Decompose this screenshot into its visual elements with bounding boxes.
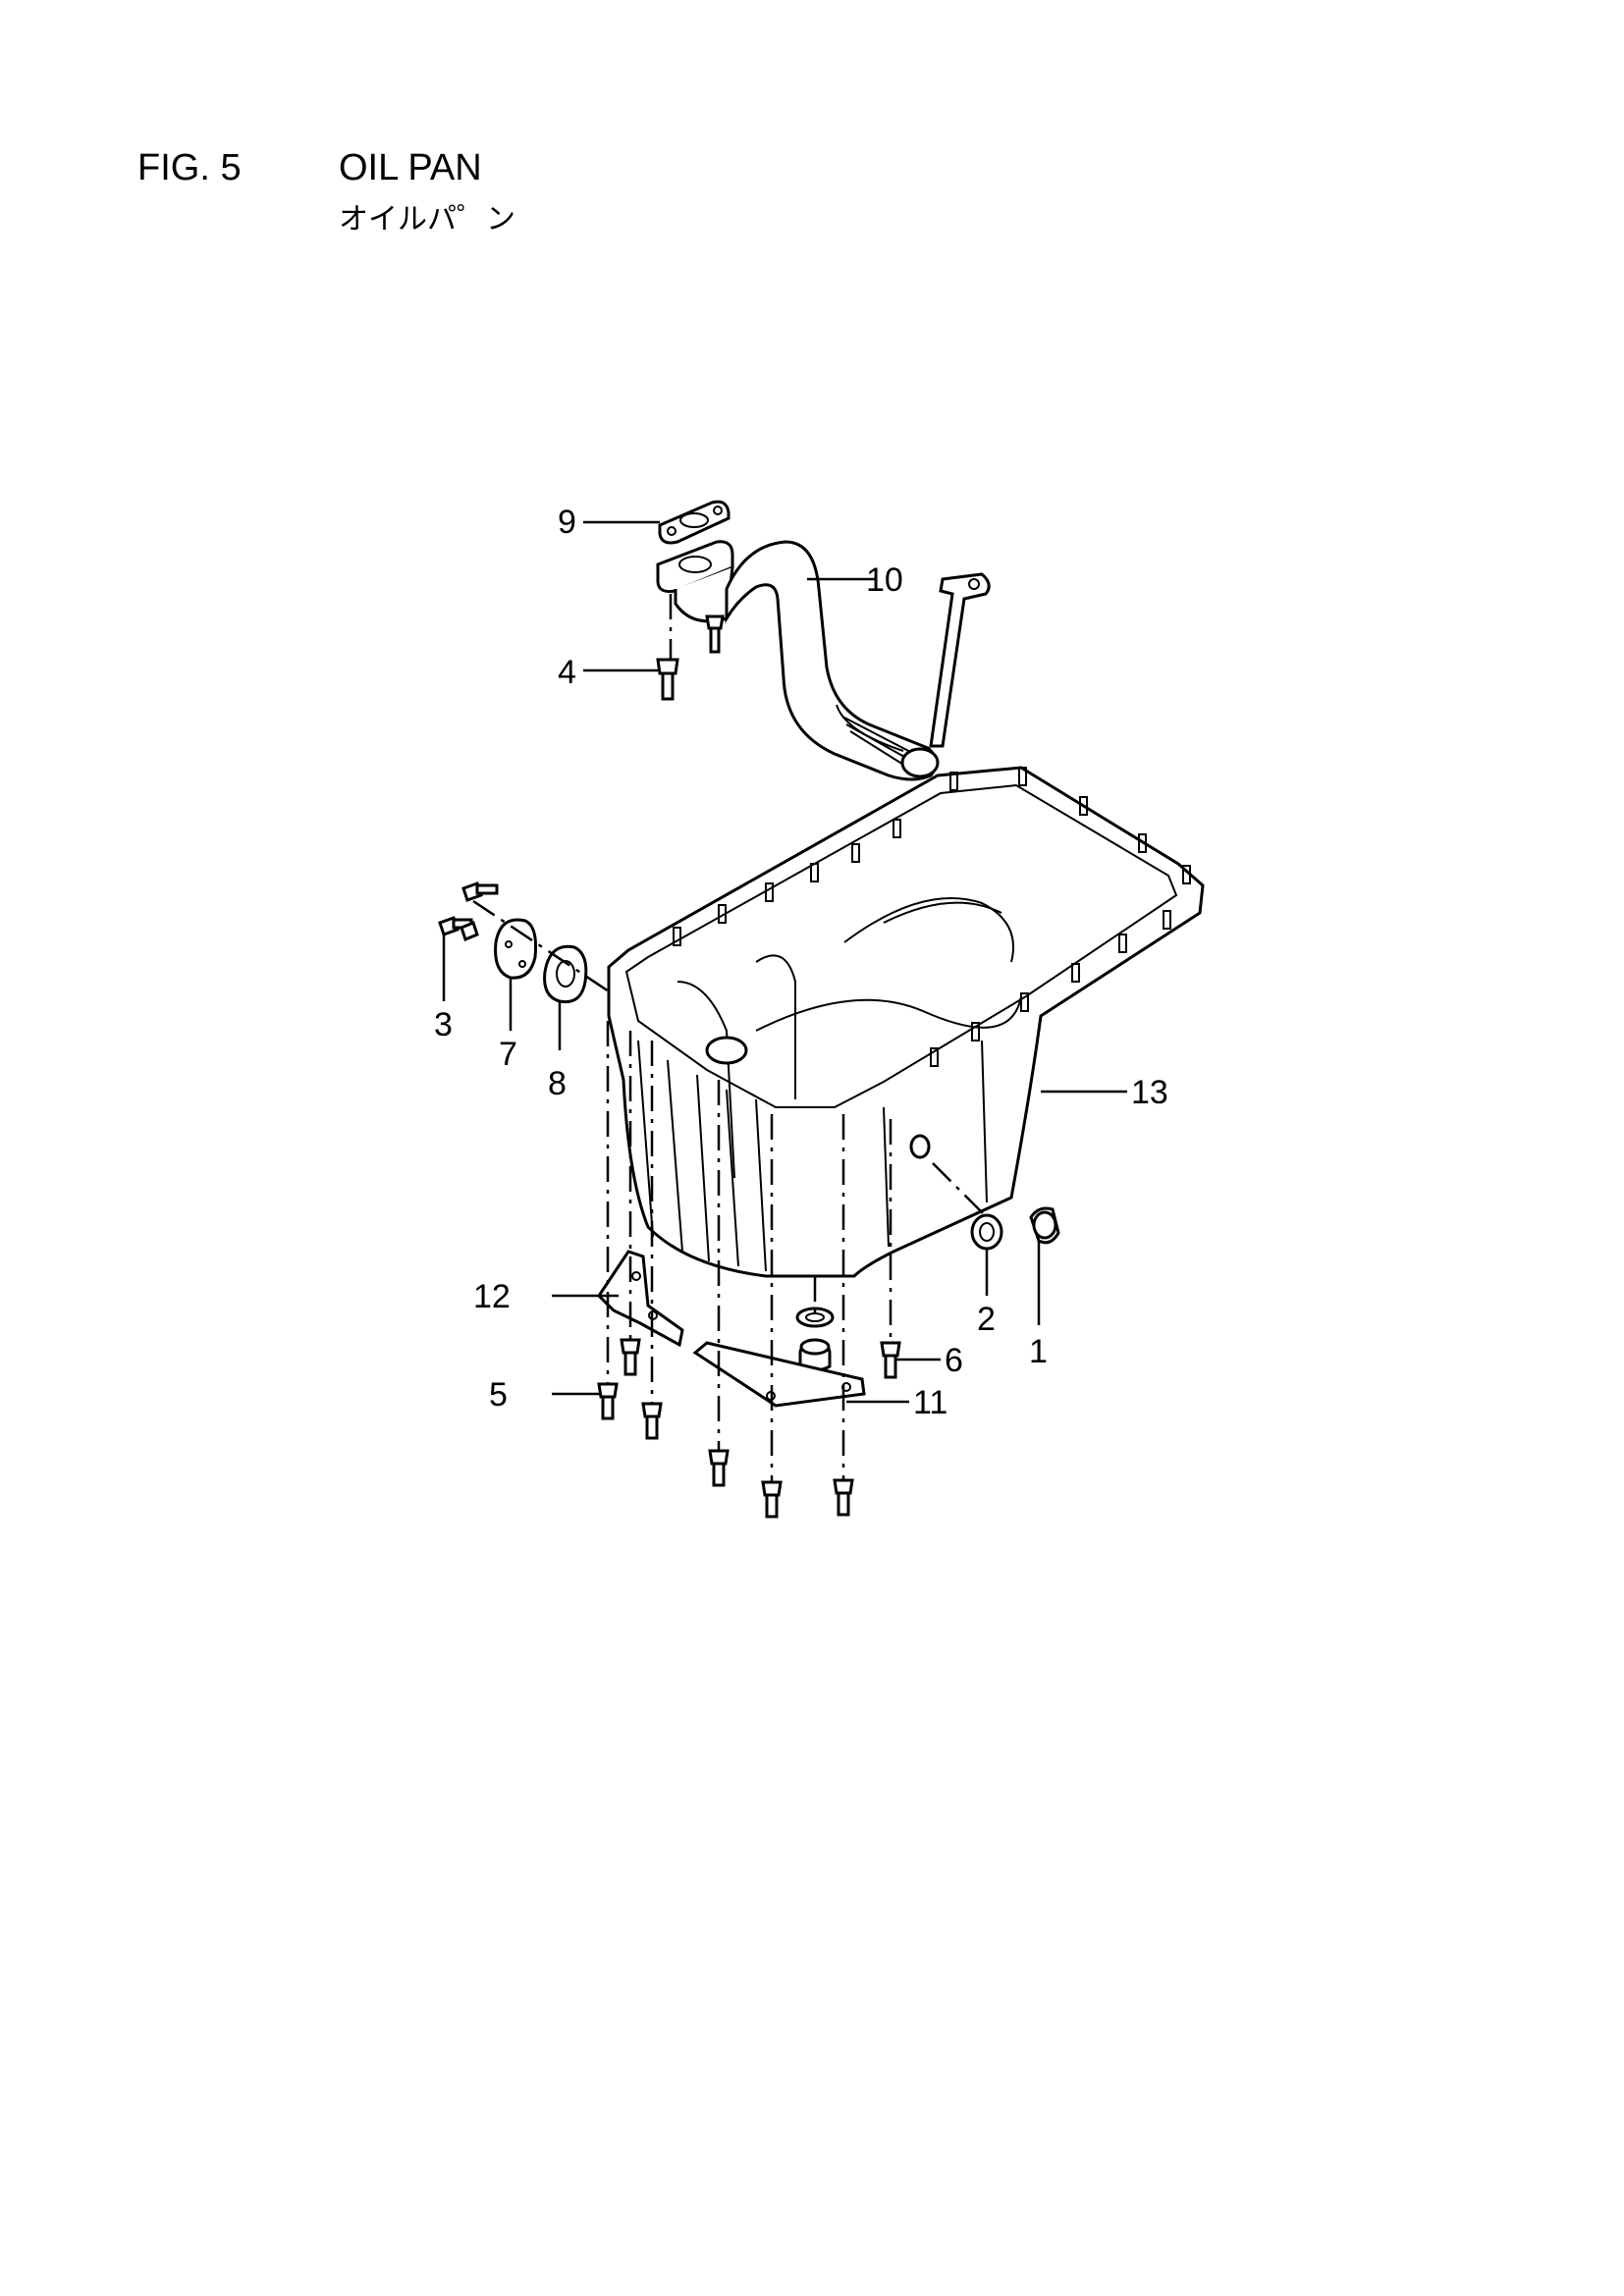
- callout-8: 8: [548, 1065, 567, 1102]
- bottom-washer: [795, 1307, 835, 1328]
- callout-10: 10: [866, 561, 903, 599]
- oil-strainer-pipe: [725, 540, 940, 781]
- alignment-lines: [472, 594, 988, 1482]
- callout-5: 5: [489, 1376, 508, 1414]
- drain-washer-2: [970, 1213, 1003, 1251]
- callout-12: 12: [473, 1278, 511, 1315]
- callout-9: 9: [558, 504, 576, 541]
- callout-3: 3: [434, 1006, 453, 1043]
- callout-1: 1: [1029, 1333, 1048, 1370]
- strainer-flange: [656, 540, 734, 623]
- leader-lines: [442, 520, 1127, 1404]
- side-cover-7: [494, 918, 537, 980]
- bolt-4-pair: [656, 614, 725, 701]
- callout-2: 2: [977, 1301, 996, 1338]
- figure-title: OIL PAN: [339, 147, 482, 188]
- gasket-8: [543, 944, 588, 1004]
- bottom-plug: [798, 1338, 832, 1372]
- side-bolts-3: [438, 881, 499, 942]
- figure-number: FIG. 5: [137, 147, 242, 188]
- bracket-11: [692, 1341, 866, 1408]
- callout-labels: 9 10 4 3 7 8 13 12 2 1 6 5 11: [434, 504, 1168, 1421]
- bolts-bottom: [597, 1338, 901, 1519]
- callout-13: 13: [1131, 1074, 1168, 1111]
- bracket-12: [597, 1250, 684, 1348]
- oil-pan: [607, 766, 1205, 1278]
- callout-11: 11: [913, 1384, 947, 1421]
- callout-6: 6: [945, 1342, 963, 1379]
- figure-subtitle: オイルパ゜ン: [339, 203, 515, 236]
- strainer-gasket: [658, 500, 731, 545]
- drain-plug-1: [1029, 1206, 1060, 1245]
- callout-4: 4: [558, 654, 576, 691]
- callout-7: 7: [499, 1036, 517, 1073]
- strainer-bracket: [929, 572, 991, 748]
